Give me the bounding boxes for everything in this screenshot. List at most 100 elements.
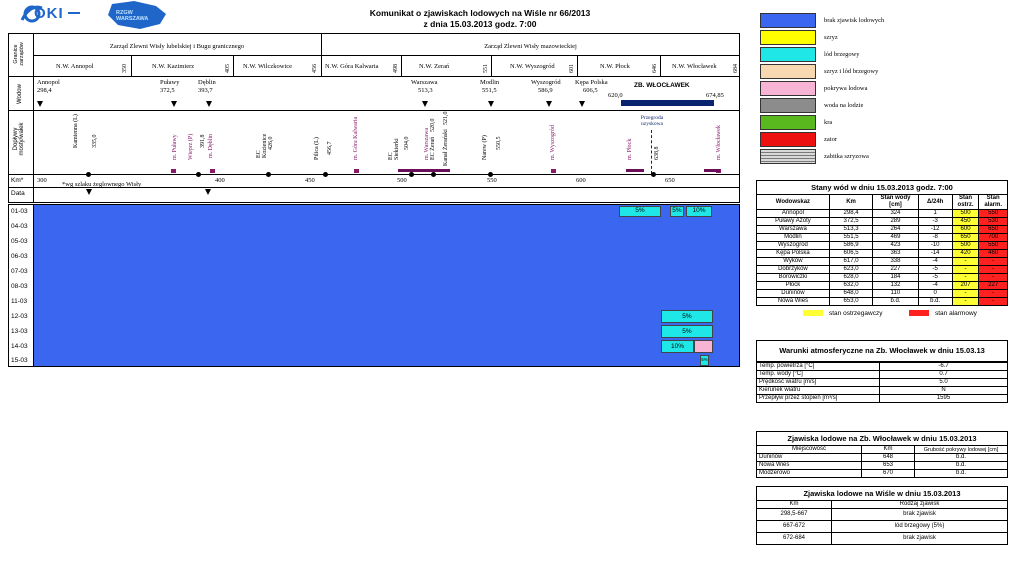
doplyw-km: 335,0 [92,134,98,149]
col-header: Km [756,500,832,509]
km-dot-icon [323,172,328,177]
doplyw-km: 520,0 [430,118,436,133]
gauge-km: 298,4 [37,87,52,94]
town-marker-icon [210,169,215,173]
day-row: 01-03 5% 5% 10% [8,204,740,219]
legend-label: zabitka szryzowa [824,153,869,160]
km-note: *wg szlaku żeglownego Wisły [62,181,142,188]
km-tick: 500 [397,177,407,184]
doplyw-name: m. Puławy [172,134,178,160]
warunki-title: Warunki atmosferyczne na Zb. Włocławek w… [756,340,1008,362]
doplyw-name: m. Włocławek [716,125,722,160]
day-row: 05-03 [8,234,740,249]
col-header: Wodowskaz [756,194,830,210]
legend-swatch [760,132,816,147]
doplyw-name: m. Wyszogród [550,125,556,160]
km-tick: 550 [487,177,497,184]
day-row: 07-03 [8,264,740,279]
gauge-marker-icon [579,101,585,107]
zjawiska-wisla-panel: Zjawiska lodowe na Wiśle w dniu 15.03.20… [756,486,1008,545]
col-header: Stan alarm. [978,194,1008,210]
day-bar [34,294,740,309]
stany-legend: stan ostrzegawczy stan alarmowy [803,309,1003,319]
doplyw-name: EC Siekierki [388,138,400,160]
ice-segment: 5% [661,325,713,338]
town-marker-icon [354,169,359,173]
gauge-km: 551,5 [482,87,497,94]
stany-panel: Stany wód w dniu 15.03.2013 godz. 7:00 W… [756,180,1008,306]
col-header: Miejscowość [756,445,862,454]
gauge-name: Puławy [160,79,180,86]
day-bar [34,324,740,339]
zjawiska-zb-table: Miejscowość Km Grubość pokrywy lodowej [… [756,445,1008,478]
ice-segment: 5% [670,206,684,217]
doplyw-name: Kamienna (L) [73,114,79,148]
legend-swatch [760,115,816,130]
day-bar [34,279,740,294]
day-row: 06-03 [8,249,740,264]
km-dot-icon [86,172,91,177]
col-header: Grubość pokrywy lodowej [cm] [914,445,1008,454]
legend-label: szryz i lód brzegowy [824,68,879,75]
reservoir-bar [621,100,714,106]
gauge-name: Dęblin [198,79,216,86]
doplyw-name: Kanał Żerański [443,129,449,166]
km-dot-icon [196,172,201,177]
gauge-marker-icon [37,101,43,107]
gauge-name: Modlin [480,79,500,86]
day-date: 12-03 [11,313,28,320]
day-bar [34,354,740,367]
legend-swatch [760,98,816,113]
gauge-km: 586,9 [538,87,553,94]
nw-name: N.W. Zerań [419,63,450,70]
row-label-granice: Granice zarządów [13,42,25,66]
gauge-marker-icon [86,189,92,195]
doplyw-name: EC Kozienice [256,133,268,158]
km-tick: 300 [37,177,47,184]
day-row: 14-03 10% [8,339,740,354]
oki-logo-text: OKI [34,5,64,22]
day-date: 04-03 [11,223,28,230]
day-bar [34,339,740,354]
profile-frame [8,33,740,203]
doplyw-km: 550,5 [496,136,502,151]
col-header: Stan wody [cm] [872,194,919,210]
doplyw-km: 521,0 [443,111,449,126]
km-dot-icon [488,172,493,177]
gauge-marker-icon [422,101,428,107]
przegroda-label: Przegroda uzyskowa [640,115,664,127]
col-header: Δ/24h [917,194,953,210]
legend-warn-label: stan ostrzegawczy [829,310,883,317]
gauge-marker-icon [546,101,552,107]
row-label-data: Data [11,190,25,197]
doplyw-name: m. Góra Kalwaria [353,116,359,160]
warunki-panel: Warunki atmosferyczne na Zb. Włocławek w… [756,340,1008,403]
day-date: 06-03 [11,253,28,260]
row-label-km: Km* [11,177,24,184]
day-row: 12-03 5% [8,309,740,324]
page-subtitle: z dnia 15.03.2013 godz. 7:00 [423,19,537,29]
day-date: 01-03 [11,208,28,215]
doplyw-name: Pilica (L) [314,137,320,160]
nw-km: 601 [569,64,575,73]
oki-logo: OKI [20,2,64,24]
stany-table: Wodowskaz Km Stan wody [cm] Δ/24h Stan o… [756,194,1008,306]
doplyw-name: EC Żerań [430,136,436,160]
gauge-name: Warszawa [411,79,438,86]
gauge-km: 393,7 [198,87,213,94]
gauge-name: Annopol [37,79,60,86]
day-date: 13-03 [11,328,28,335]
rzgw-logo: RZGW WARSZAWA [104,0,176,30]
ice-segment: 5% [700,355,709,366]
gauge-name: Kępa Polska [575,79,608,86]
km-dot-icon [431,172,436,177]
doplyw-km: 504,0 [404,136,410,151]
reservoir-km-from: 620,0 [608,92,623,99]
plock-segment [626,169,644,172]
